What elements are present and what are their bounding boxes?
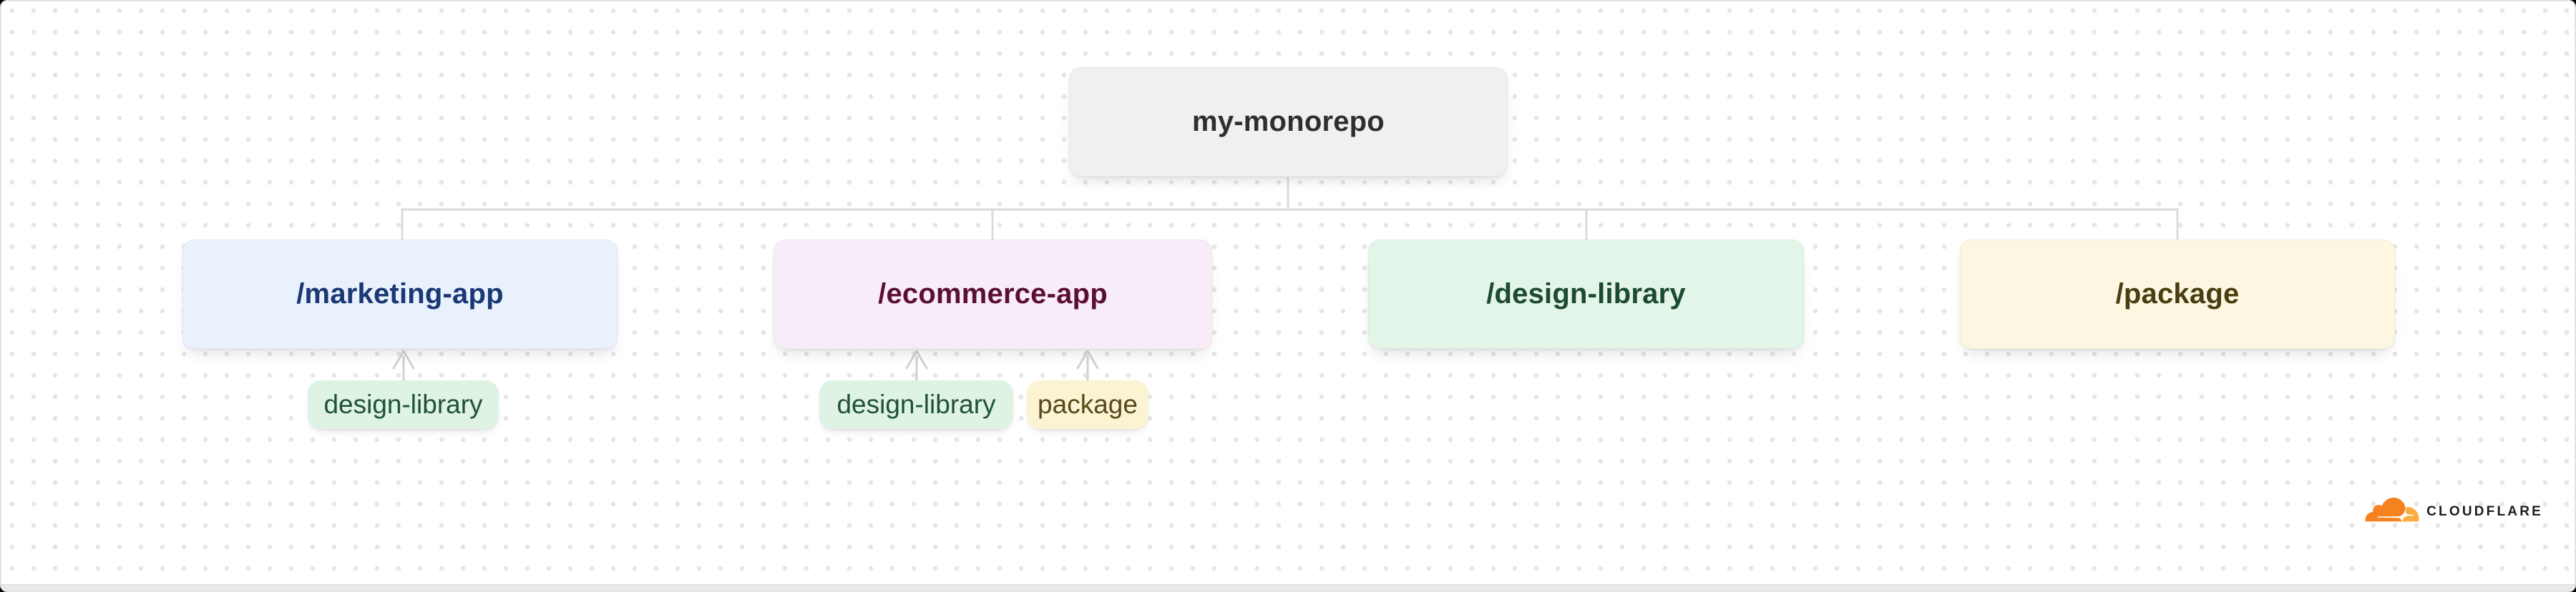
tag-label: design-library <box>836 390 996 419</box>
tag-design-library-under-marketing-app: design-library <box>308 380 499 429</box>
node-ecommerce-app: /ecommerce-app <box>774 240 1212 349</box>
node-marketing-app: /marketing-app <box>182 240 618 349</box>
arrow-up-icon <box>392 350 415 383</box>
tag-package-under-ecommerce-app: package <box>1027 380 1148 429</box>
node-label: /marketing-app <box>296 278 504 310</box>
arrow-up-icon <box>905 350 928 383</box>
connector-lines <box>401 177 2179 240</box>
cloudflare-cloud-icon <box>2365 498 2419 523</box>
node-my-monorepo: my-monorepo <box>1069 67 1508 177</box>
cloudflare-logo: CLOUDFLARE <box>2346 498 2543 523</box>
connector-bus <box>401 208 2179 240</box>
bottom-edge-strip <box>1 584 2575 591</box>
node-label: my-monorepo <box>1192 106 1385 137</box>
tag-design-library-under-ecommerce-app: design-library <box>819 380 1013 429</box>
node-label: /ecommerce-app <box>878 278 1108 310</box>
arrow-up-icon <box>1076 350 1099 385</box>
tag-label: design-library <box>323 390 483 419</box>
node-label: /design-library <box>1486 278 1686 310</box>
cloudflare-wordmark: CLOUDFLARE <box>2426 504 2543 519</box>
node-design-library: /design-library <box>1368 240 1804 349</box>
node-package: /package <box>1960 240 2395 349</box>
dependency-arrows <box>392 350 1099 385</box>
node-label: /package <box>2115 278 2240 310</box>
tag-label: package <box>1038 390 1138 419</box>
